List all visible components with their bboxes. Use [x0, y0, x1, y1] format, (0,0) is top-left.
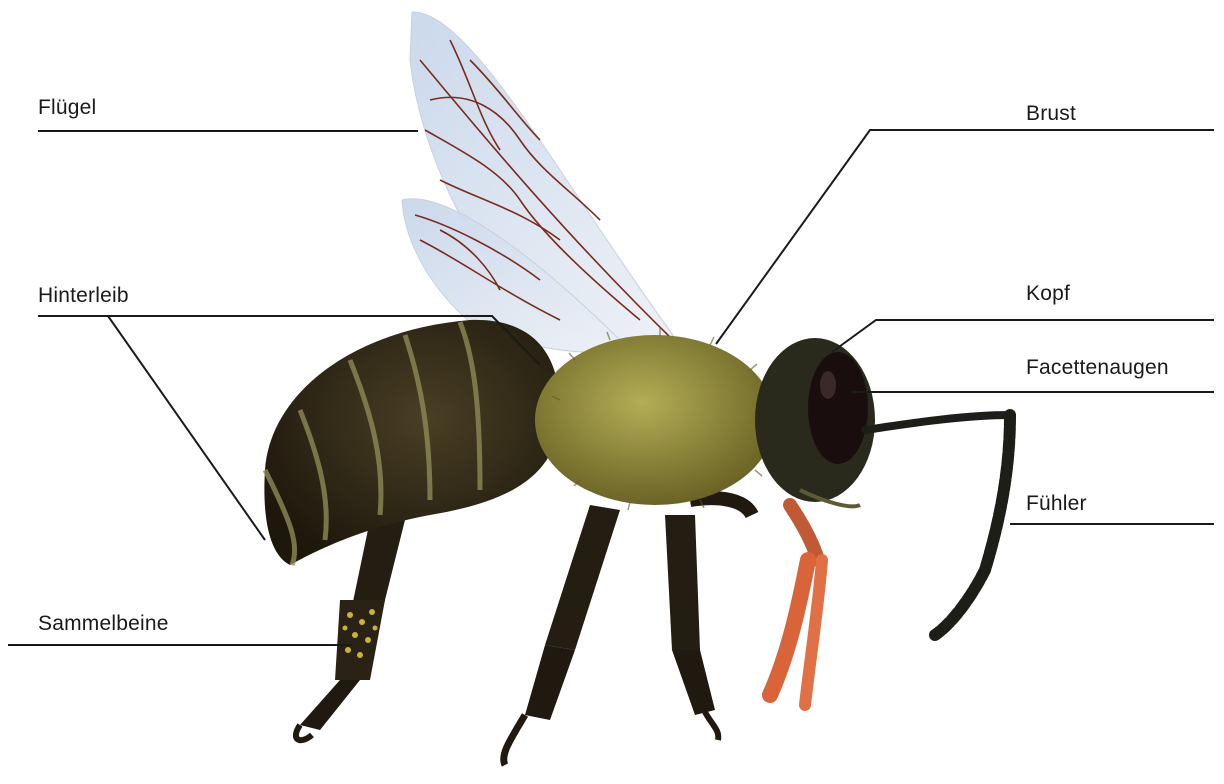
label-antenna: Fühler: [1026, 492, 1087, 516]
label-abdomen: Hinterleib: [38, 284, 129, 308]
label-head: Kopf: [1026, 282, 1070, 306]
compound-eye: [808, 352, 868, 464]
thorax-shape: [535, 335, 775, 505]
label-thorax: Brust: [1026, 102, 1076, 126]
leader-thorax: [716, 130, 1214, 344]
label-pollen-legs: Sammelbeine: [38, 612, 169, 636]
proboscis: [770, 505, 822, 705]
legs: [296, 498, 752, 765]
leader-head: [832, 320, 1214, 352]
label-wing: Flügel: [38, 96, 96, 120]
label-compound-eyes: Facettenaugen: [1026, 356, 1169, 380]
head-shape: [755, 338, 875, 506]
wings: [402, 12, 680, 352]
pollen-basket: [335, 600, 385, 680]
leader-abdomen-branch: [108, 316, 265, 540]
antenna: [865, 415, 1010, 635]
abdomen-shape: [264, 320, 560, 565]
